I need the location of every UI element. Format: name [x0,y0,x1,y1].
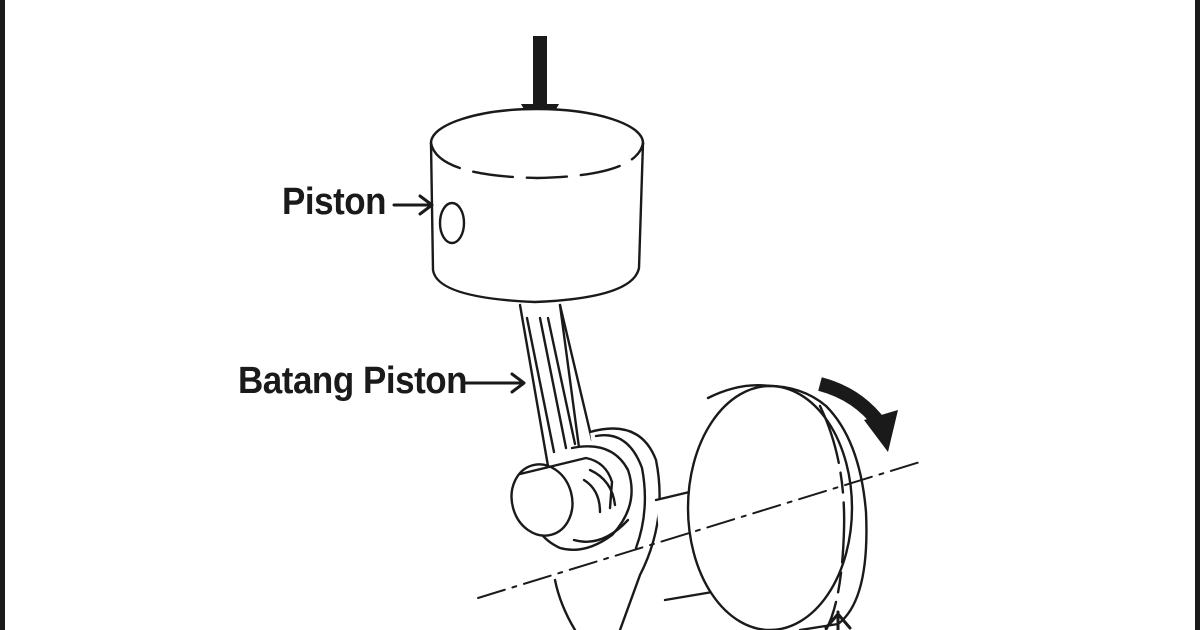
connecting-rod-label: Batang Piston [238,360,468,402]
rotation-arrow [818,377,898,452]
piston-pointer-arrow [392,194,434,216]
crank-pin [510,445,633,552]
piston [429,107,645,304]
flywheel [686,384,868,630]
bottom-arrow [824,610,852,630]
connecting-rod-pointer-arrow [464,372,526,394]
piston-label: Piston [282,181,387,223]
right-border [1195,0,1200,630]
left-border [0,0,5,630]
rotation-axis [477,461,921,599]
